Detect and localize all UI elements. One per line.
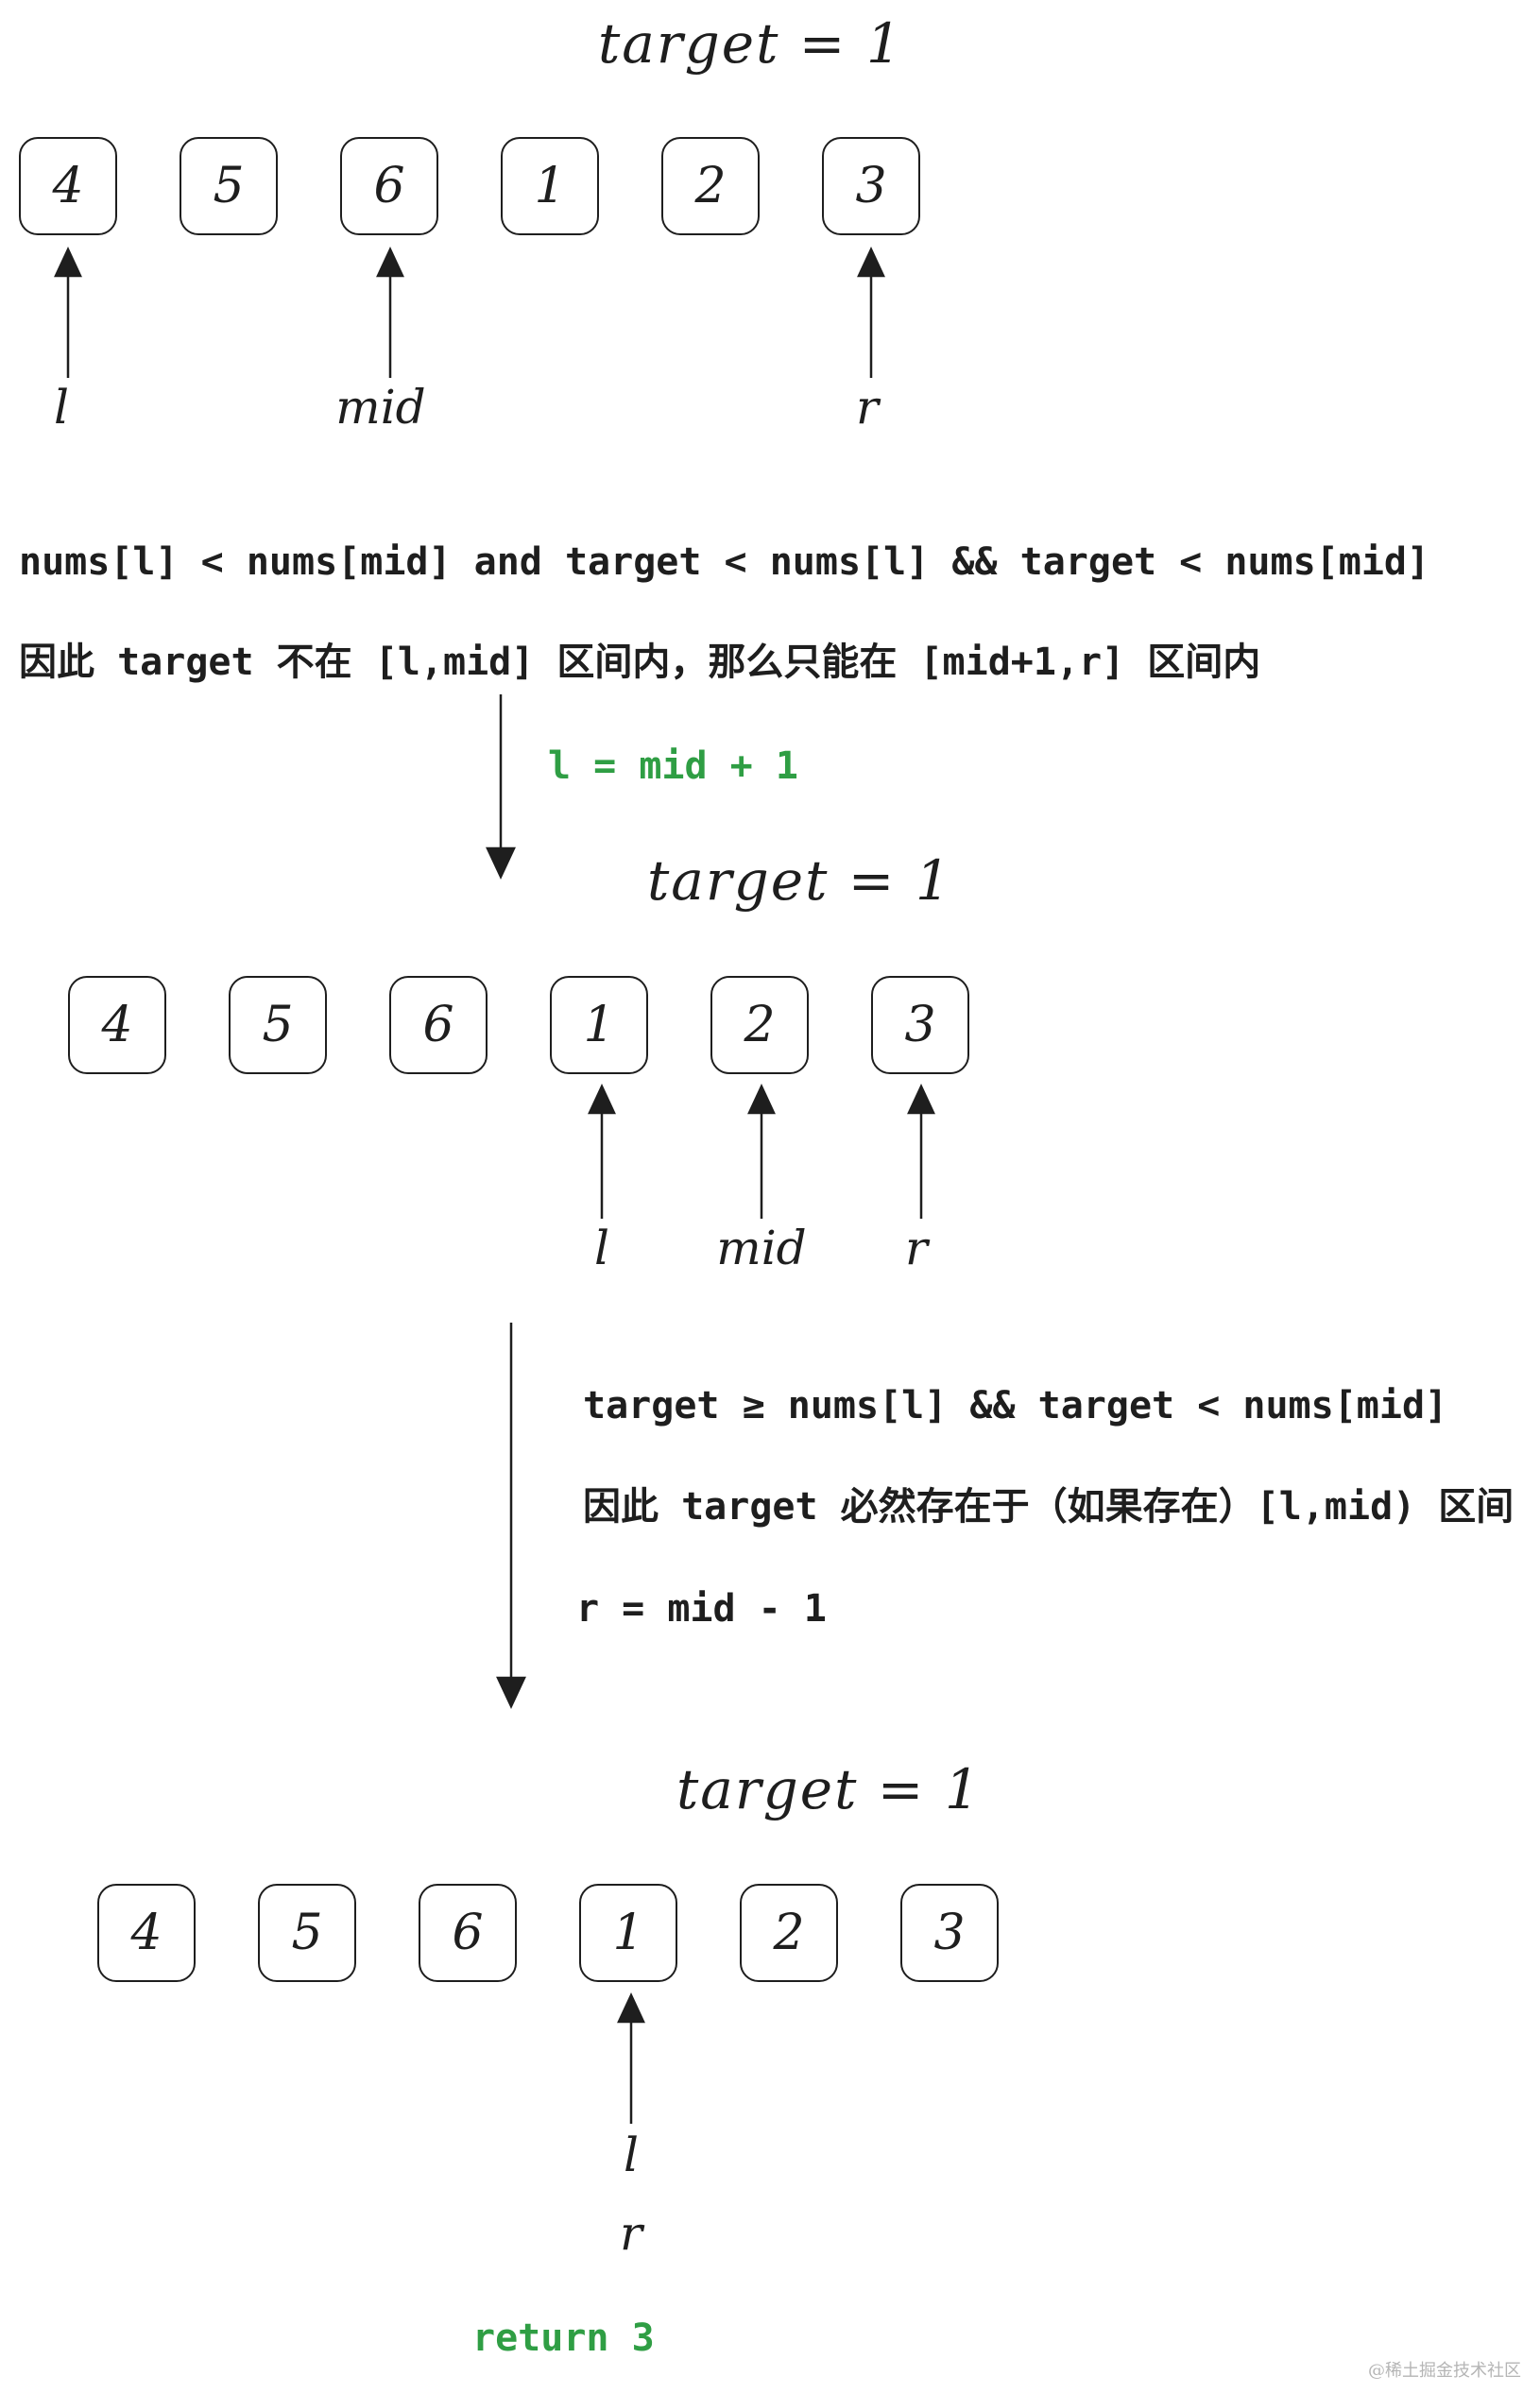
step3-cell-3: 1 [579,1884,677,1982]
step3-pointer-r: r [620,2206,642,2261]
step2-conclusion: 因此 target 必然存在于（如果存在）[l,mid) 区间 [583,1485,1514,1529]
step3-title: target = 1 [676,1757,982,1821]
step2-cell-0: 4 [68,976,166,1074]
step3-cell-5: 3 [900,1884,999,1982]
step1-cell-2: 6 [340,137,438,235]
step1-cell-4: 2 [661,137,760,235]
step1-cell-3: 1 [501,137,599,235]
step2-title: target = 1 [647,848,952,913]
step3-cell-2: 6 [419,1884,517,1982]
step1-cell-1: 5 [180,137,278,235]
step1-condition: nums[l] < nums[mid] and target < nums[l]… [19,540,1430,584]
step2-cell-4: 2 [710,976,809,1074]
step2-condition: target ≥ nums[l] && target < nums[mid] [583,1384,1448,1427]
step3-result: return 3 [472,2316,655,2360]
step3-pointer-l: l [624,2128,639,2182]
step3-cell-4: 2 [740,1884,838,1982]
step2-pointer-r: r [905,1221,928,1275]
step3-cell-1: 5 [258,1884,356,1982]
step1-conclusion: 因此 target 不在 [l,mid] 区间内，那么只能在 [mid+1,r]… [19,641,1261,684]
step2-cell-1: 5 [229,976,327,1074]
step1-cell-0: 4 [19,137,117,235]
step1-cell-5: 3 [822,137,920,235]
watermark: @稀土掘金技术社区 [1368,2361,1521,2381]
step1-pointer-l: l [54,380,69,435]
step2-cell-2: 6 [389,976,488,1074]
step2-cell-5: 3 [871,976,969,1074]
step1-title: target = 1 [598,11,903,76]
step3-cell-0: 4 [97,1884,196,1982]
step2-pointer-l: l [594,1221,609,1275]
step2-cell-3: 1 [550,976,648,1074]
step2-update: r = mid - 1 [576,1587,827,1631]
step1-update: l = mid + 1 [548,744,798,788]
step1-pointer-r: r [856,380,879,435]
step1-pointer-mid: mid [335,380,426,435]
step2-pointer-mid: mid [716,1221,807,1275]
